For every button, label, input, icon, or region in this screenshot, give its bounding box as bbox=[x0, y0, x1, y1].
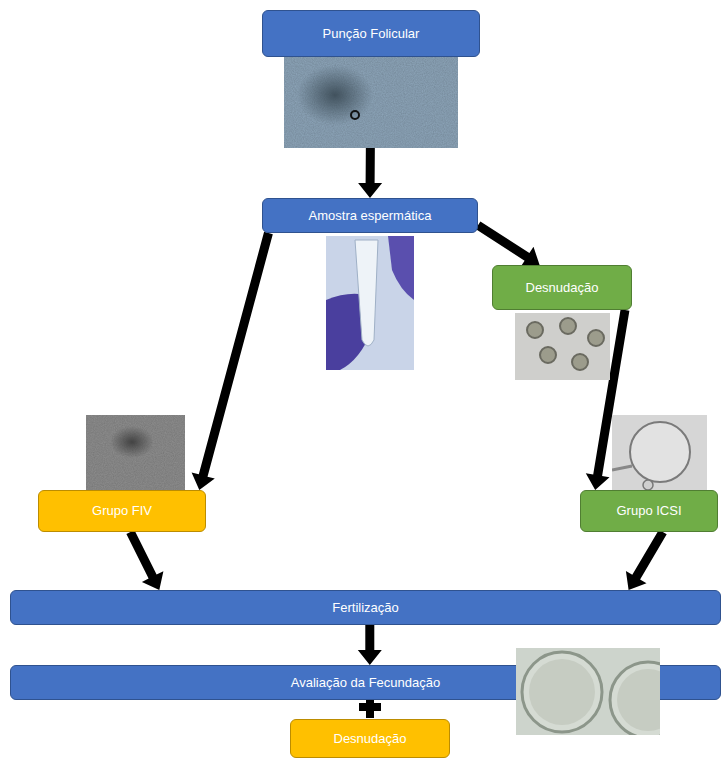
process-box: Desnudação bbox=[290, 719, 450, 758]
box-label: Grupo FIV bbox=[92, 503, 152, 519]
box-label: Amostra espermática bbox=[309, 208, 432, 224]
flow-arrow bbox=[476, 222, 540, 268]
follicle-photo bbox=[284, 57, 458, 148]
box-label: Desnudação bbox=[334, 731, 407, 747]
box-label: Punção Folicular bbox=[323, 26, 420, 42]
flow-arrow bbox=[192, 232, 273, 490]
process-box: Desnudação bbox=[492, 265, 632, 310]
process-box: Punção Folicular bbox=[262, 10, 480, 57]
box-label: Desnudação bbox=[526, 280, 599, 296]
flow-arrow bbox=[358, 625, 382, 665]
icsi-photo bbox=[612, 415, 707, 495]
process-band: Fertilização bbox=[10, 590, 721, 625]
flow-arrow bbox=[626, 530, 667, 590]
flow-arrow bbox=[126, 530, 163, 590]
box-label: Grupo ICSI bbox=[616, 503, 681, 519]
oocytes-photo bbox=[515, 313, 610, 380]
tube-photo bbox=[326, 236, 414, 370]
box-label: Avaliação da Fecundação bbox=[291, 675, 440, 691]
process-box: Amostra espermática bbox=[262, 198, 478, 233]
box-label: Fertilização bbox=[332, 600, 398, 616]
fiv-photo bbox=[86, 415, 185, 495]
fertilized-oocytes-photo bbox=[516, 648, 660, 735]
group-box: Grupo ICSI bbox=[580, 490, 718, 532]
group-box: Grupo FIV bbox=[38, 490, 206, 532]
